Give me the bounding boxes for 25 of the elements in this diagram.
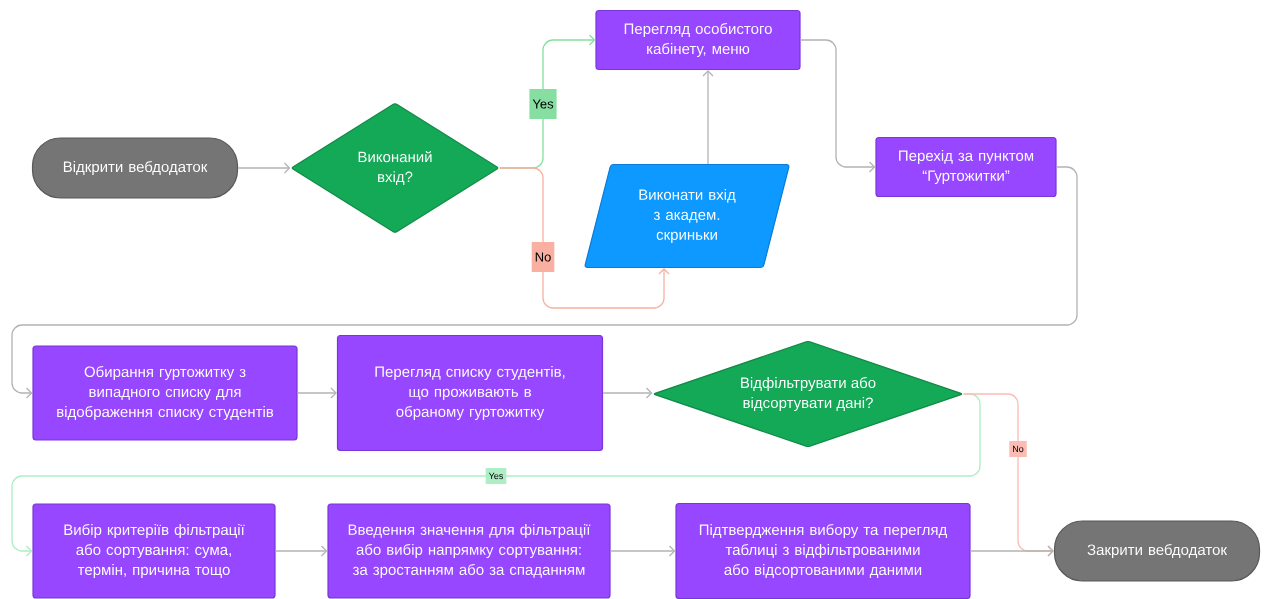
arrow — [799, 39, 876, 173]
edge-label: No — [531, 242, 555, 272]
arrow — [969, 545, 1054, 557]
arrow — [11, 166, 1078, 399]
terminal-box: Закрити вебдодаток — [1053, 520, 1261, 582]
terminal-box: Відкрити вебдодаток — [31, 137, 239, 199]
edge-label: Yes — [485, 468, 507, 484]
input-parallelogram: Виконати вхід з академ. скриньки — [584, 163, 790, 269]
arrow — [602, 387, 653, 399]
process-box: Підтвердження вибору та перегляд таблиці з відфільтрованими або відсортованими даними — [675, 502, 971, 599]
arrow — [498, 167, 670, 309]
arrow — [609, 545, 676, 557]
process-box: Вибір критеріїв фільтрації або сортування: сума, термін, причина тощо — [32, 503, 276, 599]
arrow — [11, 393, 981, 557]
process-box: Введення значення для фільтрації або вибір напрямку сортування: за зростанням або за спаданням — [327, 503, 611, 599]
process-box: Перегляд особистого кабінету, меню — [595, 9, 801, 71]
arrow — [237, 162, 291, 174]
arrow — [702, 70, 714, 165]
process-box: Перегляд списку студентів, що проживають в обраному гуртожитку — [336, 334, 604, 452]
process-box: Обирання гуртожитку з випадного списку для відображення списку студентів — [32, 345, 298, 441]
edge-label: Yes — [529, 89, 557, 119]
arrow — [296, 387, 337, 399]
process-box: Перехід за пунктом “Гуртожитки” — [875, 136, 1057, 198]
edge-label: No — [1009, 441, 1027, 457]
arrow — [274, 545, 328, 557]
